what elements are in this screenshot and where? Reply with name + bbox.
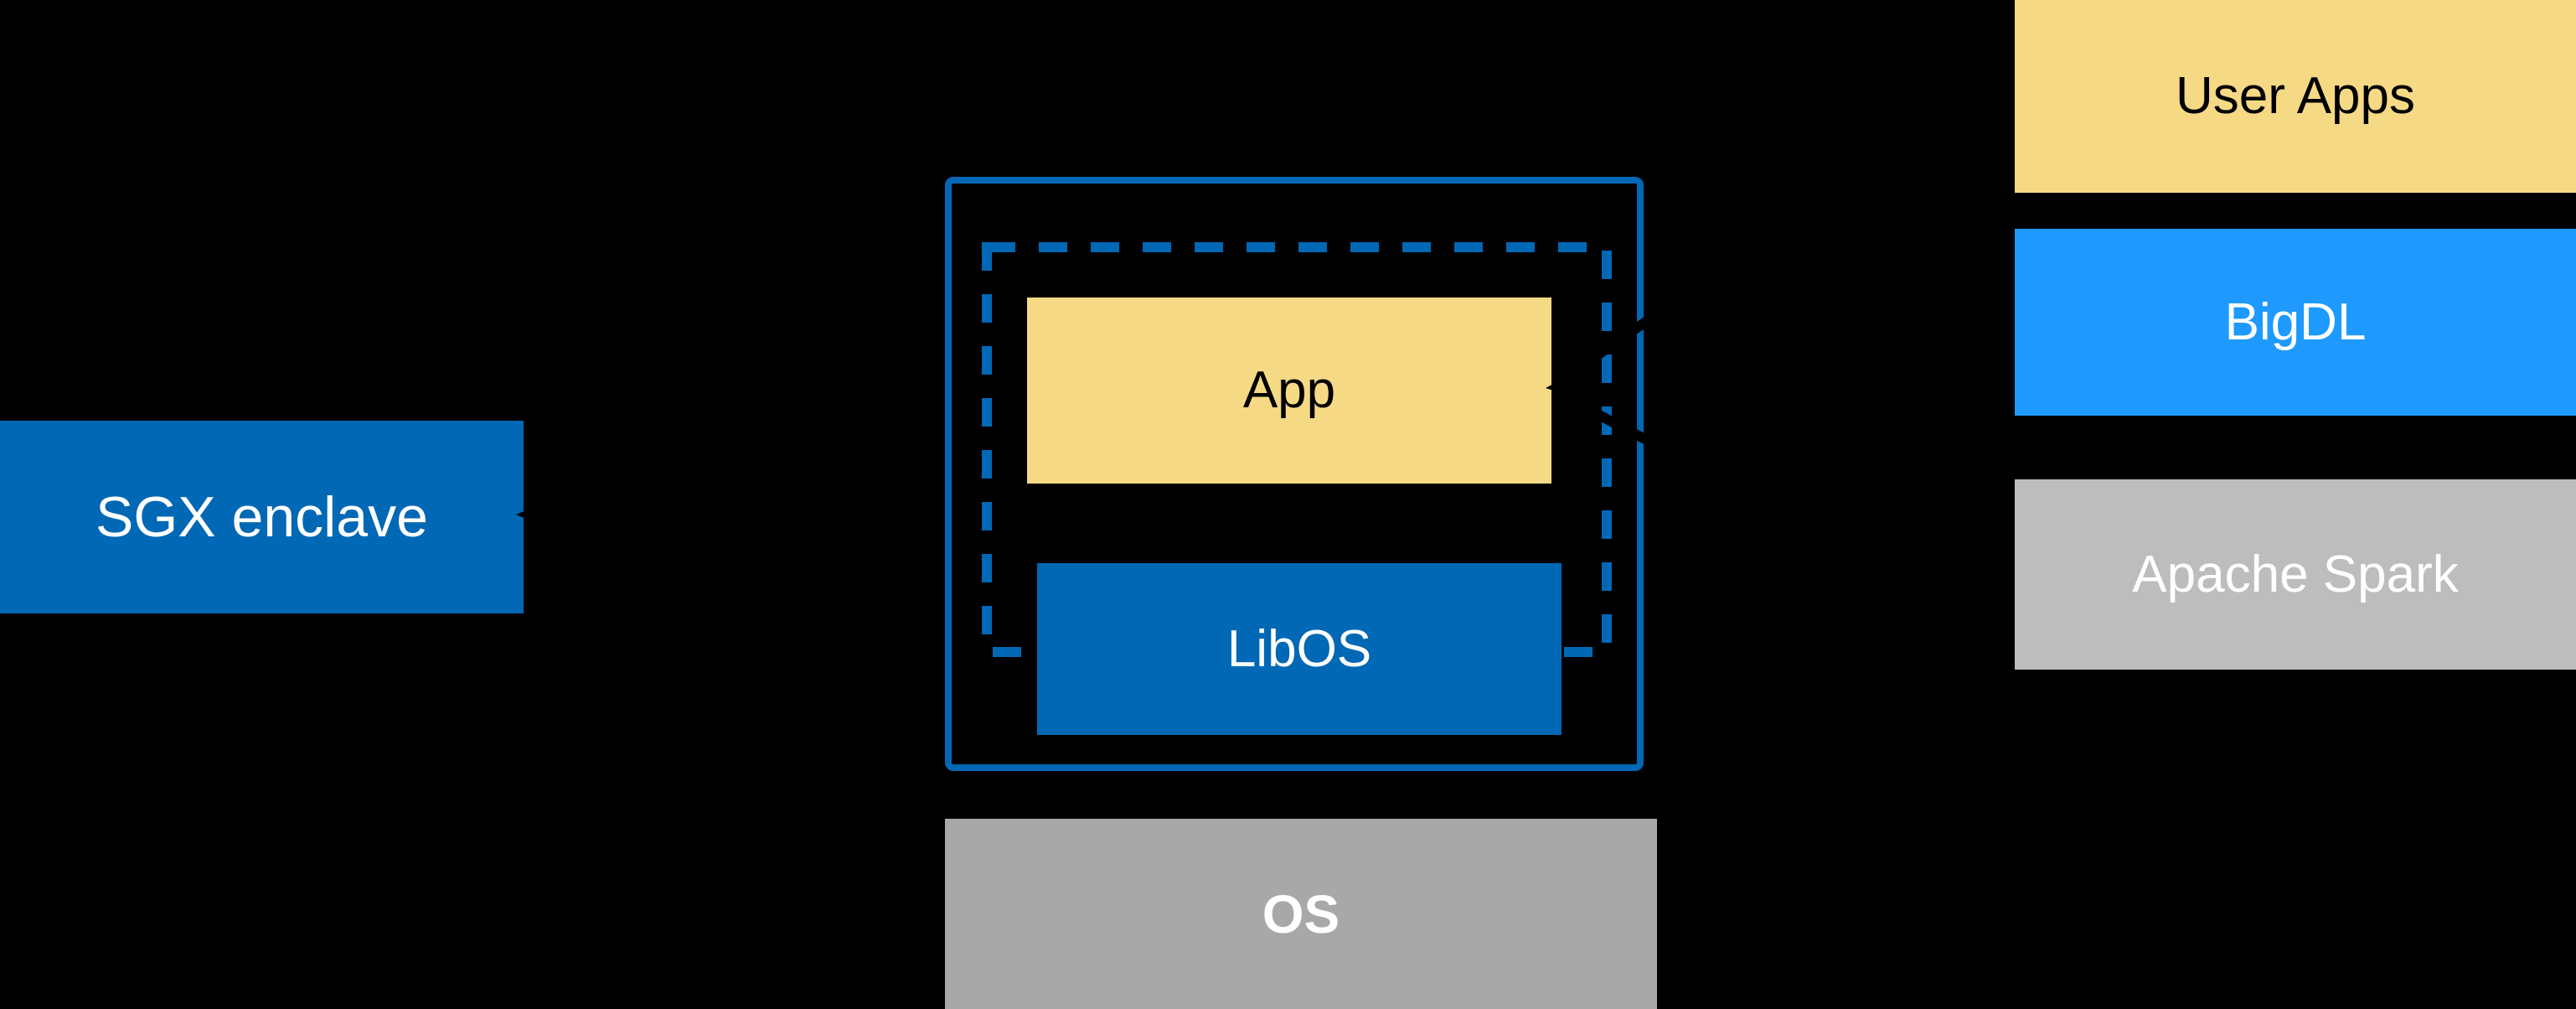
- sgx-enclave-label: SGX enclave: [96, 485, 428, 549]
- bigdl-label: BigDL: [2224, 292, 2367, 351]
- apache-spark-label: Apache Spark: [2132, 545, 2459, 603]
- user-apps-box: User Apps: [2015, 0, 2576, 193]
- bigdl-box: BigDL: [2015, 229, 2576, 416]
- app-label: App: [1242, 361, 1336, 419]
- libos-label: LibOS: [1226, 619, 1372, 678]
- app-box: App: [1027, 298, 1551, 484]
- os-box: OS: [945, 819, 1657, 1009]
- sgx-enclave-box: SGX enclave: [0, 421, 524, 613]
- os-label: OS: [1262, 883, 1340, 944]
- apache-spark-box: Apache Spark: [2015, 479, 2576, 670]
- libos-box: LibOS: [1037, 563, 1562, 735]
- user-apps-label: User Apps: [2175, 67, 2416, 125]
